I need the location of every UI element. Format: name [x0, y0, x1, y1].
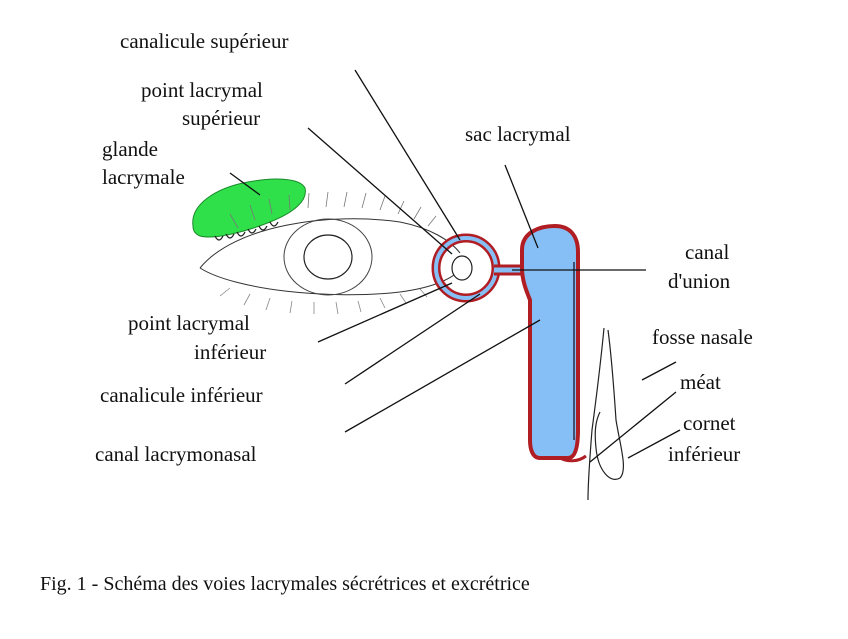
iris: [284, 219, 372, 295]
label-canal-union-line2: d'union: [668, 269, 731, 293]
label-point-superieur-line2: supérieur: [182, 106, 260, 130]
label-point-superieur-line1: point lacrymal: [141, 78, 263, 102]
leader-fosse-nasale: [642, 362, 676, 380]
label-cornet-line2: inférieur: [668, 442, 740, 466]
label-fosse-nasale: fosse nasale: [652, 325, 753, 349]
inferior-turbinate: [595, 330, 623, 479]
lacrimal-sac: [522, 226, 578, 458]
figure-caption: Fig. 1 - Schéma des voies lacrymales séc…: [40, 573, 530, 595]
caruncle: [452, 256, 472, 280]
label-point-inferieur-line1: point lacrymal: [128, 311, 250, 335]
label-canalicule-superieur: canalicule supérieur: [120, 29, 289, 53]
label-canal-union-line1: canal: [685, 240, 729, 264]
label-glande-line2: lacrymale: [102, 165, 185, 189]
label-canalicule-inferieur: canalicule inférieur: [100, 383, 263, 407]
label-sac: sac lacrymal: [465, 122, 571, 146]
label-meat: méat: [680, 370, 721, 394]
label-point-inferieur-line2: inférieur: [194, 340, 266, 364]
leader-canal-lacrymonasal: [345, 320, 540, 432]
label-canal-lacrymonasal: canal lacrymonasal: [95, 442, 257, 466]
leader-sac: [505, 165, 538, 248]
pupil: [304, 235, 352, 279]
leader-meat: [590, 392, 676, 462]
lower-eyelashes: [220, 288, 427, 314]
label-cornet-line1: cornet: [683, 411, 736, 435]
label-glande-line1: glande: [102, 137, 158, 161]
labels: canalicule supérieur point lacrymal supé…: [95, 29, 753, 466]
nasal-wall: [588, 328, 604, 500]
lacrimal-gland: [193, 179, 306, 240]
leader-canalicule-inferieur: [345, 294, 480, 384]
nasal-fossa: [588, 328, 623, 500]
